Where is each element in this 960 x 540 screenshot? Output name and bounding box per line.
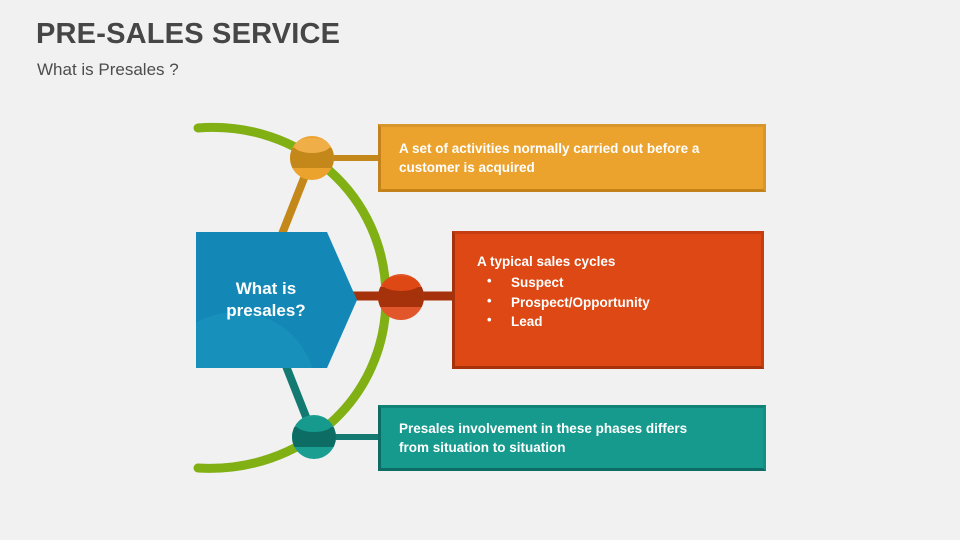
list-item: Prospect/Opportunity (477, 292, 739, 313)
info-box-involvement-line2: from situation to situation (399, 440, 566, 455)
list-item: Suspect (477, 272, 739, 293)
info-box-involvement-line1: Presales involvement in these phases dif… (399, 420, 688, 436)
node-marker-orange[interactable] (290, 136, 334, 180)
page-subtitle: What is Presales ? (37, 60, 179, 79)
sphere-shine-orange (293, 137, 331, 153)
info-box-activities-line1: A set of activities normally carried out… (399, 140, 700, 156)
info-box-activities[interactable]: A set of activities normally carried out… (378, 124, 766, 192)
sphere-shine-red (381, 275, 421, 292)
sphere-band-red (378, 286, 424, 308)
sphere-band-orange (290, 148, 334, 168)
center-node-highlight (196, 312, 316, 368)
info-box-sales-cycle[interactable]: A typical sales cycles Suspect Prospect/… (452, 231, 764, 369)
node-marker-red[interactable] (378, 274, 424, 320)
info-box-sales-cycle-heading: A typical sales cycles (477, 254, 616, 269)
list-item: Lead (477, 311, 739, 332)
sphere-shine-teal (295, 416, 333, 432)
info-box-activities-line2: customer is acquired (399, 160, 535, 175)
sphere-band-teal (292, 427, 336, 447)
info-box-sales-cycle-list: Suspect Prospect/Opportunity Lead (477, 272, 739, 332)
page-title: PRE-SALES SERVICE (36, 18, 341, 50)
info-box-involvement[interactable]: Presales involvement in these phases dif… (378, 405, 766, 471)
node-marker-teal[interactable] (292, 415, 336, 459)
